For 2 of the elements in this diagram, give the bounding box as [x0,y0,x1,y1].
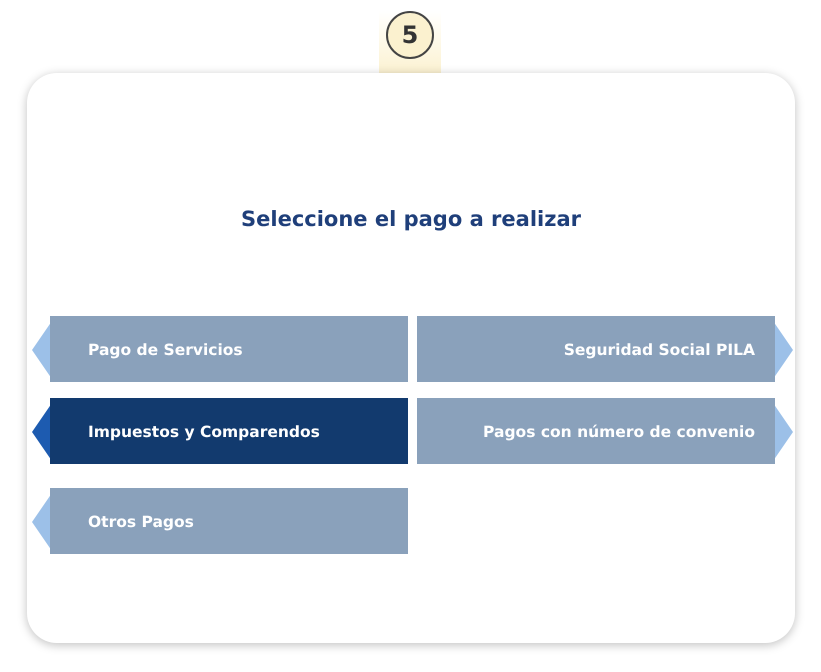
screen-panel [27,73,795,643]
screen-heading: Seleccione el pago a realizar [240,207,582,231]
